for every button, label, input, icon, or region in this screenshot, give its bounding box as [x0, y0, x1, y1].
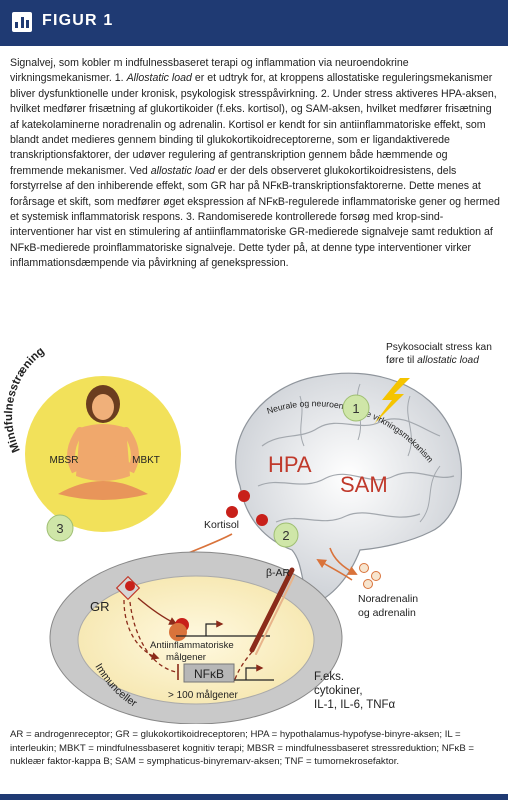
mbsr-label: MBSR — [50, 455, 79, 466]
gr-label: GR — [90, 599, 110, 614]
mbkt-label: MBKT — [132, 455, 160, 466]
caption-text-3: er der dels observeret glukokortikoidres… — [10, 164, 500, 270]
noradrenalin-label-line2: og adrenalin — [358, 607, 416, 619]
kortisol-label: Kortisol — [204, 519, 239, 531]
anti-inflammatory-label-line2: målgener — [166, 652, 207, 663]
sam-arrow — [329, 547, 358, 575]
caption-text-2: er et udtryk for, at kroppens allostatis… — [10, 72, 497, 177]
nfkb-box — [183, 663, 235, 683]
kortisol-molecule-icon — [256, 514, 268, 526]
sam-label: SAM — [340, 472, 388, 497]
noradrenalin-label-line1: Noradrenalin — [358, 593, 418, 605]
step-3-number: 3 — [56, 521, 63, 536]
transcription-start-icon — [205, 620, 224, 636]
figure-caption: Signalvej, som kobler m indfulnessbasere… — [10, 56, 500, 272]
mindfulness-panel: Mindfulnesstræning MBSR MBKT — [3, 345, 181, 532]
figure-label: FIGUR 1 — [42, 12, 114, 29]
step-1-badge — [342, 394, 370, 422]
step-2-badge — [273, 522, 299, 548]
noradrenalin-molecule-icon — [363, 579, 373, 589]
abbreviation-legend: AR = androgenreceptor; GR = glukokortiko… — [10, 729, 474, 768]
cytokines-label-line3: IL-1, IL-6, TNFα — [314, 699, 396, 711]
noradrenalin-molecule-icon — [371, 571, 381, 581]
stress-text-line2: føre til allostatic load — [386, 355, 479, 366]
bar-chart-icon — [12, 12, 32, 32]
beta-ar-receptor-icon — [249, 567, 295, 653]
target-genes-label: > 100 målgener — [168, 689, 238, 701]
caption-italic-2: allostatic load — [150, 164, 215, 177]
bound-kortisol-icon — [125, 581, 135, 591]
stress-text-line1: Psykosocialt stress kan — [386, 342, 492, 353]
gr-dashed-arrow — [123, 599, 160, 660]
bottom-rule — [0, 794, 508, 800]
gr-complex-icon — [169, 623, 187, 641]
meditation-figure-icon — [58, 385, 148, 500]
figure-header: FIGUR 1 — [0, 0, 508, 46]
cytokines-label-line2: cytokiner, — [314, 685, 363, 697]
caption-text-1: Signalvej, som kobler m indfulnessbasere… — [10, 57, 409, 85]
beta-ar-signal-arrow — [233, 651, 253, 683]
kortisol-molecule-icon — [226, 506, 238, 518]
figure-illustration: Mindfulnesstræning MBSR MBKT 3 Neurale o… — [0, 336, 492, 724]
anti-inflammatory-label-line1: Antiinflammatoriske — [150, 640, 234, 651]
step-1-number: 1 — [352, 401, 359, 416]
nfkb-transcription-icon — [245, 664, 264, 680]
gr-inhibition-line — [129, 601, 177, 673]
gr-activation-arrow — [137, 597, 178, 625]
caption-italic-1: Allostatic load — [126, 72, 192, 85]
step-2-number: 2 — [282, 528, 289, 543]
nfkb-label: NFκB — [194, 667, 224, 681]
kortisol-molecule-icon — [238, 490, 250, 502]
lightning-icon — [374, 378, 410, 424]
hpa-label: HPA — [268, 452, 312, 477]
beta-ar-label: β-AR — [266, 567, 291, 579]
brain-illustration — [235, 372, 463, 605]
noradrenalin-molecule-icon — [359, 563, 369, 573]
cytokines-label-line1: F.eks. — [314, 671, 344, 683]
catecholamine-arrow — [316, 559, 353, 581]
step-3-badge — [46, 514, 74, 542]
